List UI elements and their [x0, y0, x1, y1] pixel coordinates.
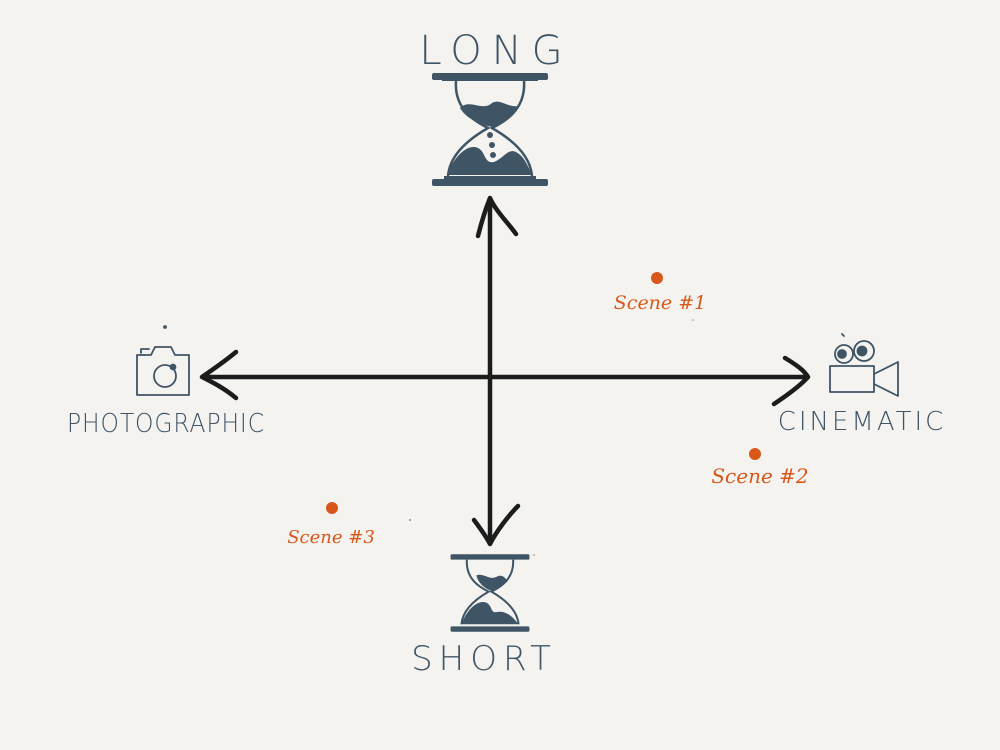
scene-point: Scene #1: [614, 272, 706, 314]
arrow-up-head: [475, 195, 519, 239]
axes: [199, 195, 811, 547]
vertical-axis-line: [487, 197, 493, 543]
scene-point: Scene #2: [711, 448, 809, 488]
point-marker: [326, 502, 338, 514]
point-label: Scene #3: [287, 527, 375, 548]
horizontal-axis-line: [200, 374, 809, 380]
axis-label-bottom: SHORT: [411, 639, 557, 679]
scene-point: Scene #3: [287, 502, 375, 548]
arrow-right-head: [771, 355, 811, 407]
axis-label-top: LONG: [419, 28, 572, 74]
arrow-down-head: [471, 503, 521, 547]
point-marker: [749, 448, 761, 460]
axis-label-left: PHOTOGRAPHIC: [67, 408, 265, 438]
arrow-left-head: [199, 349, 239, 401]
hourglass-icon: [450, 554, 530, 632]
video-camera-icon: [829, 333, 899, 397]
paper-specks: [409, 319, 694, 556]
camera-icon: [136, 325, 190, 396]
axis-label-right: CINEMATIC: [778, 407, 947, 437]
point-marker: [651, 272, 663, 284]
hourglass-icon: [432, 73, 548, 186]
point-label: Scene #2: [711, 464, 808, 488]
point-label: Scene #1: [614, 292, 706, 314]
